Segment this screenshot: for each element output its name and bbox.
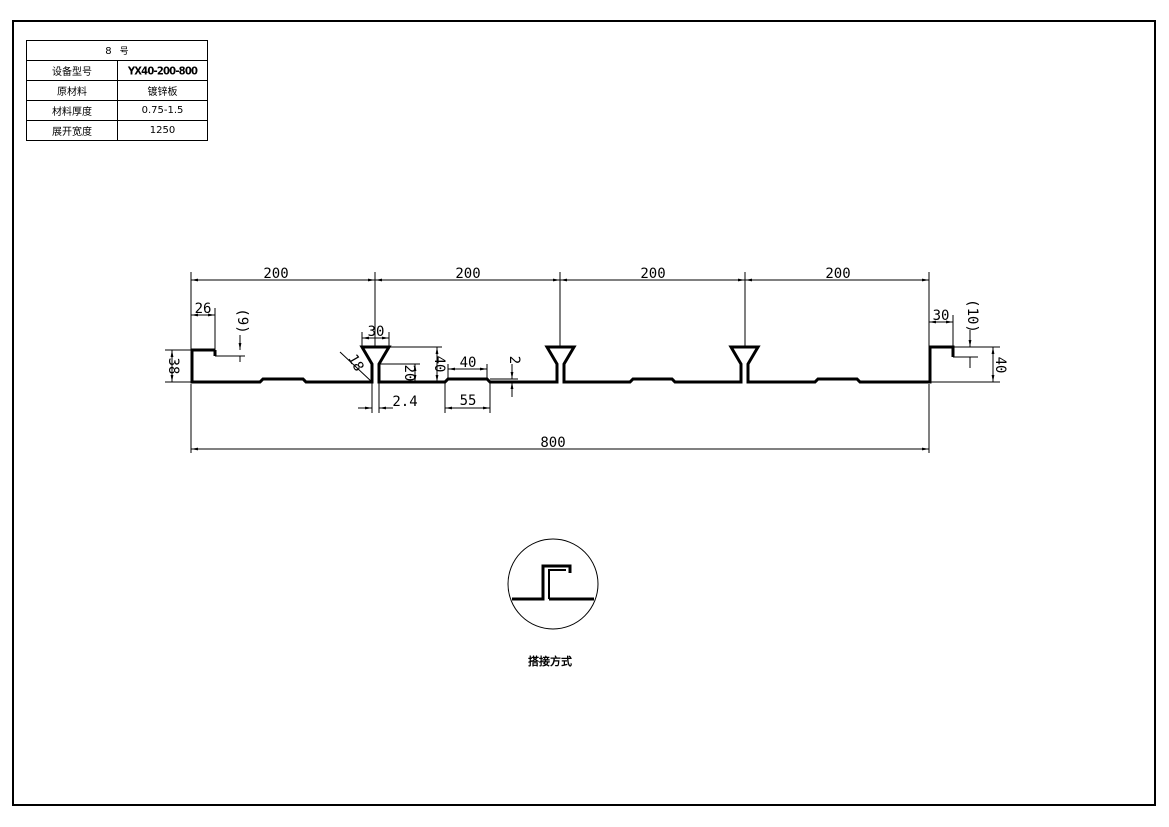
dimension-lines	[165, 272, 1000, 453]
label-span-4: 200	[825, 266, 850, 282]
spec-value-model: YX40-200-800	[117, 58, 208, 83]
label-right-lip: 30	[933, 308, 950, 324]
label-groove-depth: 2	[506, 356, 522, 364]
detail-lap-lower	[548, 569, 566, 599]
dimension-labels: 200 200 200 200 26 (9) 38 30 18 40 20 2.…	[165, 266, 1008, 451]
label-rib-gap: 2.4	[392, 394, 417, 410]
spec-row-model: 设备型号 YX40-200-800	[26, 58, 208, 83]
label-left-drop: (9)	[234, 308, 250, 333]
label-rib-height: 40	[431, 356, 447, 373]
dim-rib-slant	[339, 351, 373, 383]
label-rib-neck: 20	[401, 365, 417, 382]
spec-row-width: 展开宽度 1250	[26, 120, 208, 141]
label-span-1: 200	[263, 266, 288, 282]
detail-circle	[507, 538, 599, 630]
detail-caption: 搭接方式	[528, 655, 572, 668]
label-left-lip: 26	[195, 301, 212, 317]
label-groove-bottom: 55	[460, 393, 477, 409]
drawing-frame	[12, 20, 1156, 806]
spec-number-suffix: 号	[119, 47, 129, 57]
spec-row-thickness: 材料厚度 0.75-1.5	[26, 100, 208, 121]
label-span-2: 200	[455, 266, 480, 282]
label-left-height: 38	[165, 358, 181, 375]
profile-outline	[190, 345, 955, 384]
overlap-detail	[507, 538, 599, 630]
label-groove-top: 40	[460, 355, 477, 371]
label-right-height: 40	[992, 357, 1008, 374]
label-rib-slant: 18	[344, 352, 366, 375]
label-right-drop: (10)	[964, 299, 980, 333]
label-rib-top: 30	[368, 324, 385, 340]
deck-profile	[190, 345, 955, 384]
label-total-width: 800	[540, 435, 565, 451]
detail-lap-upper	[512, 564, 572, 601]
label-span-3: 200	[640, 266, 665, 282]
spec-value-width: 1250	[117, 120, 208, 141]
spec-number: 8	[105, 46, 112, 57]
